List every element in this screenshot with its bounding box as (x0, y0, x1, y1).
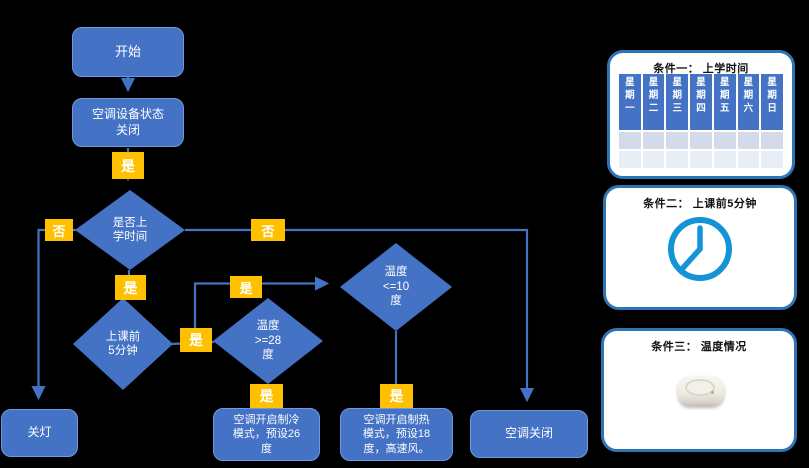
diamond-before-class-label: 上课前 5分钟 (105, 330, 141, 357)
schedule-cell (619, 132, 641, 149)
edge-label-yes-before-class: 是 (180, 328, 212, 352)
weekday-label: 星期五 (719, 77, 730, 114)
edge-label-yes-school-time: 是 (115, 275, 146, 300)
diamond-before-class-shape (73, 298, 173, 390)
weekday-header: 星期一 (619, 74, 641, 130)
diamond-temp-ge-28-shape (213, 298, 323, 384)
node-ac-heating: 空调开启制热 模式，预设18 度，高速风。 (340, 408, 453, 461)
schedule-cell (690, 132, 712, 149)
diamond-is-school-time-shape (75, 190, 185, 270)
connector-no-to-ac-off (185, 228, 535, 403)
panel-1-title: 条件一： 上学时间 (653, 63, 749, 75)
weekday-header: 星期三 (666, 74, 689, 130)
weekday-header: 星期六 (737, 74, 760, 130)
panel-condition-3-temperature: 条件三： 温度情况 (601, 328, 797, 452)
weekday-header: 星期二 (642, 74, 665, 130)
weekday-label: 星期六 (743, 77, 754, 114)
schedule-cell (713, 151, 736, 168)
schedule-cell (666, 151, 689, 168)
panel-3-title: 条件三： 温度情况 (651, 341, 747, 353)
schedule-table: 星期一 星期二 星期三 星期四 星期五 星期六 星期日 (619, 74, 783, 168)
weekday-label: 星期日 (767, 77, 777, 114)
schedule-cell (642, 132, 665, 149)
weekday-label: 星期一 (625, 77, 635, 114)
diamond-is-school-time-label: 是否上 学时间 (112, 216, 148, 243)
temperature-sensor-image (678, 376, 724, 406)
schedule-cell (761, 151, 783, 168)
schedule-cell (737, 151, 760, 168)
sensor-ring (685, 379, 715, 396)
weekday-label: 星期四 (696, 77, 706, 114)
weekday-header: 星期五 (713, 74, 736, 130)
sensor-indicator-dot (711, 391, 714, 394)
node-ac-cooling: 空调开启制冷 模式，预设26 度 (213, 408, 320, 461)
schedule-cell (713, 132, 736, 149)
diamond-temp-le-10-shape (340, 243, 452, 331)
schedule-cell (761, 132, 783, 149)
edge-label-yes-to-temp10: 是 (230, 276, 262, 298)
connector-no-to-lights-off (31, 228, 76, 401)
schedule-cell (642, 151, 665, 168)
panel-condition-1-school-time: 条件一： 上学时间 星期一 星期二 星期三 星期四 星期五 星期六 星期日 (607, 50, 795, 179)
schedule-cell (619, 151, 641, 168)
diamond-temp-le-10-label: 温度 <=10 度 (382, 266, 410, 308)
schedule-cell (690, 151, 712, 168)
node-lights-off: 关灯 (1, 409, 78, 457)
weekday-header: 星期四 (690, 74, 712, 130)
weekday-label: 星期三 (672, 77, 683, 114)
panel-condition-2-before-class: 条件二： 上课前5分钟 (603, 185, 797, 310)
node-start: 开始 (72, 27, 184, 77)
edge-label-yes-heating: 是 (380, 384, 413, 408)
node-ac-off: 空调关闭 (470, 410, 588, 458)
weekday-header: 星期日 (761, 74, 783, 130)
edge-label-no-left: 否 (45, 219, 73, 241)
node-ac-status-off: 空调设备状态 关闭 (72, 98, 184, 147)
diamond-temp-ge-28-label: 温度 >=28 度 (254, 320, 282, 362)
clock-icon (668, 217, 732, 281)
weekday-label: 星期二 (648, 77, 659, 114)
edge-label-no-right: 否 (251, 219, 285, 241)
schedule-cell (737, 132, 760, 149)
panel-2-title: 条件二： 上课前5分钟 (643, 198, 757, 210)
edge-label-yes-cooling: 是 (250, 384, 283, 408)
edge-label-yes-status: 是 (112, 152, 144, 179)
schedule-cell (666, 132, 689, 149)
